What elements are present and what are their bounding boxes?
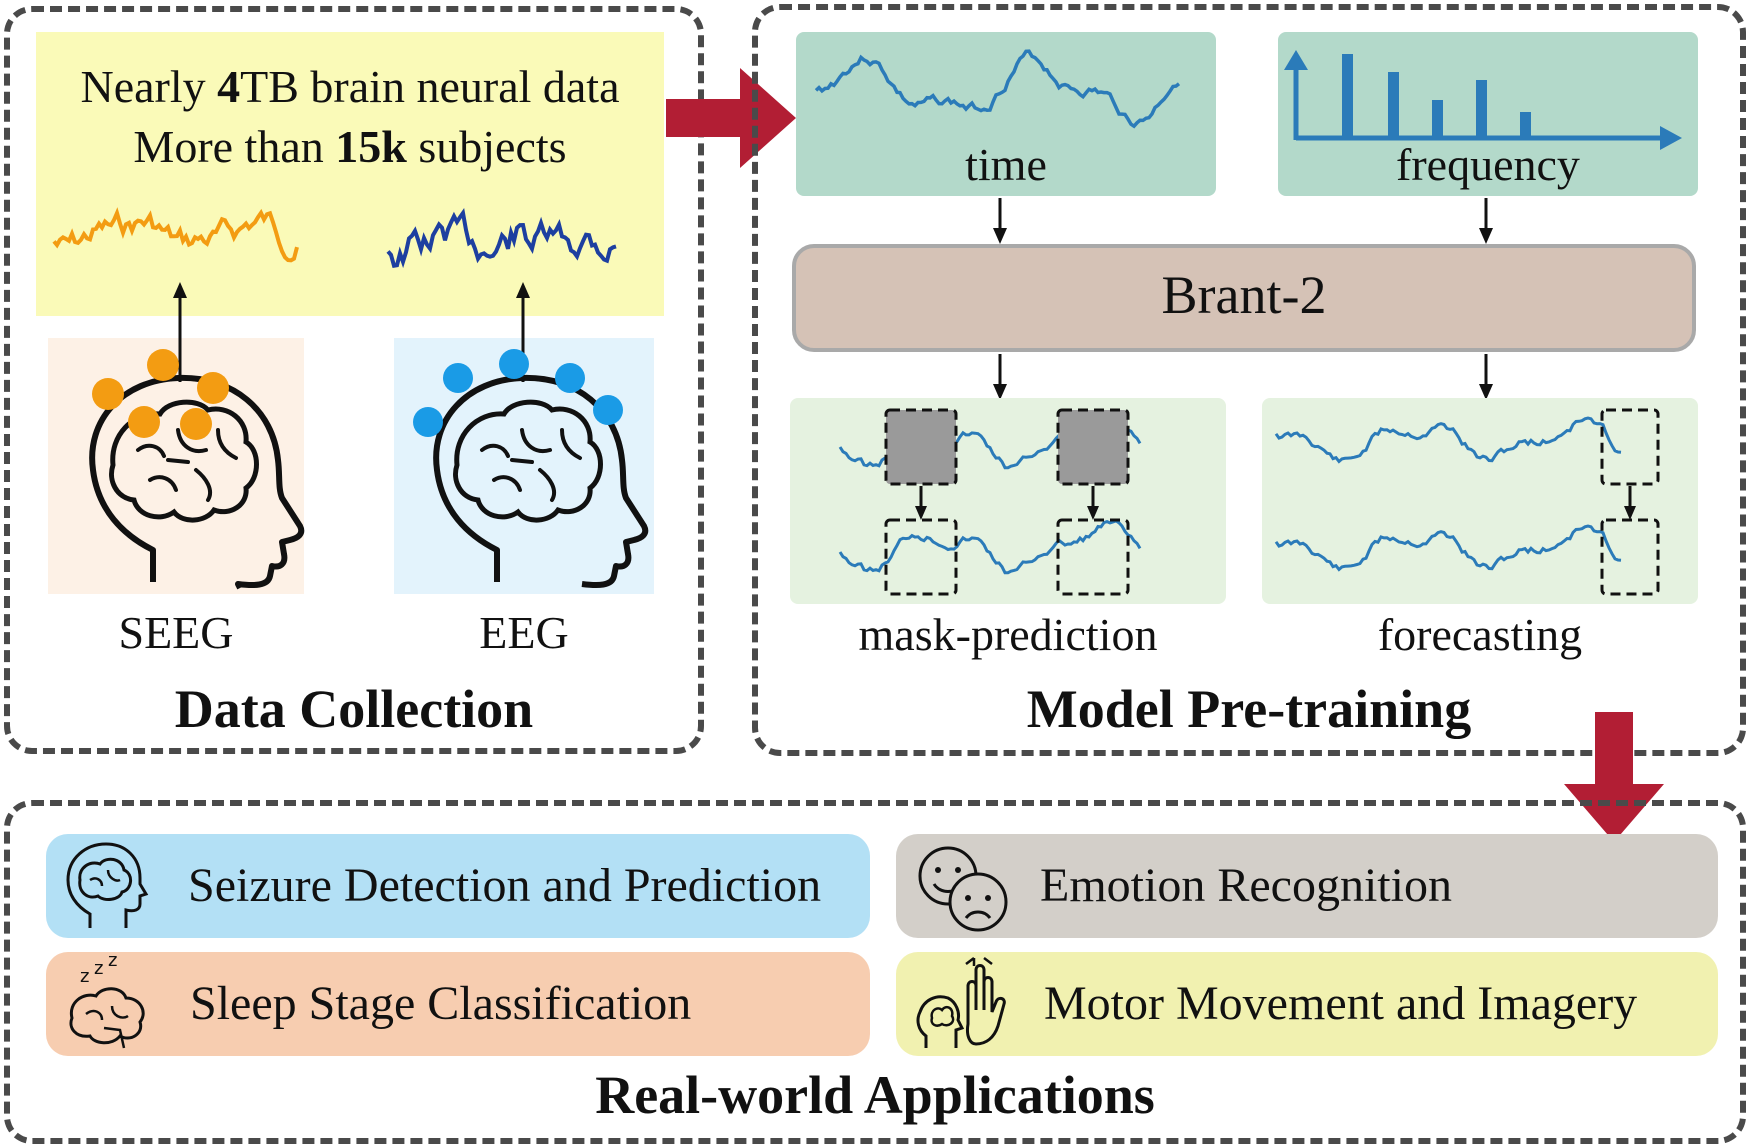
eeg-signal <box>386 207 617 269</box>
frequency-to-model-arrow <box>1479 198 1493 244</box>
svg-text:z: z <box>80 966 89 987</box>
forecasting-illustration <box>1274 408 1660 596</box>
model-to-forecast-arrow <box>1479 354 1493 400</box>
model-to-mask-arrow <box>993 354 1007 400</box>
sleeping-brain-icon: z z z <box>69 950 145 1049</box>
data-collection-title: Data Collection <box>174 679 534 739</box>
happy-sad-faces-icon <box>918 846 1008 932</box>
brain-head-icon <box>66 842 149 928</box>
time-input-label: time <box>965 139 1047 190</box>
hand-gesture-head-icon <box>916 957 1006 1048</box>
frequency-input-label: frequency <box>1396 139 1580 190</box>
app-label-seizure: Seizure Detection and Prediction <box>188 859 822 912</box>
app-label-sleep: Sleep Stage Classification <box>190 977 692 1030</box>
model-pretraining-panel <box>752 4 1746 756</box>
eeg-head-icon <box>413 349 649 588</box>
model-pretraining-title: Model Pre-training <box>1026 679 1472 739</box>
stats-box <box>36 32 664 316</box>
app-motor-movement <box>896 952 1718 1056</box>
stat-line-subjects: More than 15k subjects <box>133 121 567 172</box>
model-name: Brant-2 <box>1161 265 1327 325</box>
forecasting-box <box>1262 398 1698 604</box>
source-label-eeg: EEG <box>479 607 569 658</box>
svg-text:z: z <box>108 950 117 971</box>
app-seizure-detection <box>46 834 870 938</box>
stat-line-data-volume: Nearly 4TB brain neural data <box>80 61 620 112</box>
frequency-spectrum <box>1284 50 1682 150</box>
applications-title: Real-world Applications <box>595 1065 1155 1125</box>
data-collection-panel <box>4 6 704 754</box>
svg-text:z: z <box>94 958 103 979</box>
app-emotion-recognition <box>896 834 1718 938</box>
time-signal <box>814 49 1181 129</box>
app-label-emotion: Emotion Recognition <box>1040 859 1452 912</box>
seeg-head-icon <box>89 349 305 590</box>
app-label-motor: Motor Movement and Imagery <box>1044 977 1638 1030</box>
pretraining-to-applications-arrow <box>1564 712 1664 842</box>
mask-prediction-label: mask-prediction <box>858 609 1158 660</box>
seeg-signal <box>52 207 299 263</box>
model-block <box>792 244 1696 352</box>
applications-panel <box>4 800 1746 1144</box>
source-label-seeg: SEEG <box>118 607 234 658</box>
seeg-up-arrow <box>173 282 187 382</box>
time-to-model-arrow <box>993 198 1007 244</box>
mask-prediction-illustration <box>838 408 1142 596</box>
forecasting-label: forecasting <box>1377 609 1583 660</box>
app-sleep-stage <box>46 952 870 1056</box>
